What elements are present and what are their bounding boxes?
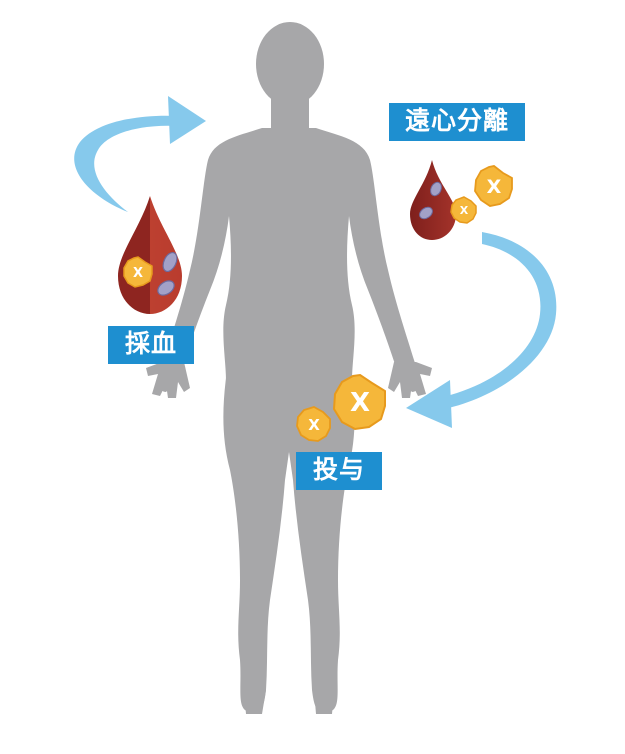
right-foot-shape [314, 690, 334, 714]
factor-x-badge-small: X [450, 196, 477, 224]
factor-x-badge-small: X [296, 406, 331, 442]
factor-x-badge-large: X [474, 165, 513, 207]
arrow-body [74, 115, 178, 212]
left-foot-shape [244, 690, 266, 714]
right-hand-shape [388, 362, 432, 398]
blood-cell-icon [157, 280, 175, 296]
badge-letter: X [350, 388, 370, 418]
left-hand-shape [146, 362, 190, 398]
label-centrifugation: 遠心分離 [389, 103, 525, 141]
label-blood-draw: 採血 [108, 326, 194, 364]
badge-shape [450, 196, 477, 224]
arrow-centrifuge-to-administer [406, 232, 557, 428]
administered-factor-badges: X X [296, 373, 386, 442]
blood-cell-icon [430, 181, 442, 197]
blood-drop-shape [410, 160, 456, 240]
badge-letter: X [308, 416, 320, 434]
badge-shape [474, 165, 513, 207]
badge-shape [332, 373, 386, 431]
factor-x-badge: X [123, 256, 153, 288]
blood-cell-icon [419, 206, 433, 220]
arrow-draw-to-centrifuge [74, 96, 206, 212]
blood-drop-centrifuged: X X [410, 160, 513, 240]
badge-shape [296, 406, 331, 442]
arrow-body [438, 232, 557, 410]
label-administration: 投与 [296, 452, 382, 490]
arrow-head [406, 380, 452, 428]
factor-x-badge-large: X [332, 373, 386, 431]
neck-shape [271, 95, 309, 131]
badge-letter: X [487, 176, 502, 198]
head-shape [256, 22, 324, 106]
blood-drop-draw: X [118, 196, 182, 314]
torso-shape [158, 128, 420, 392]
badge-shape [123, 256, 153, 288]
legs-shape [223, 378, 355, 713]
badge-letter: X [133, 266, 143, 281]
badge-letter: X [460, 204, 469, 217]
arrow-head [168, 96, 206, 144]
human-silhouette [146, 22, 432, 714]
blood-cell-icon [162, 251, 178, 273]
